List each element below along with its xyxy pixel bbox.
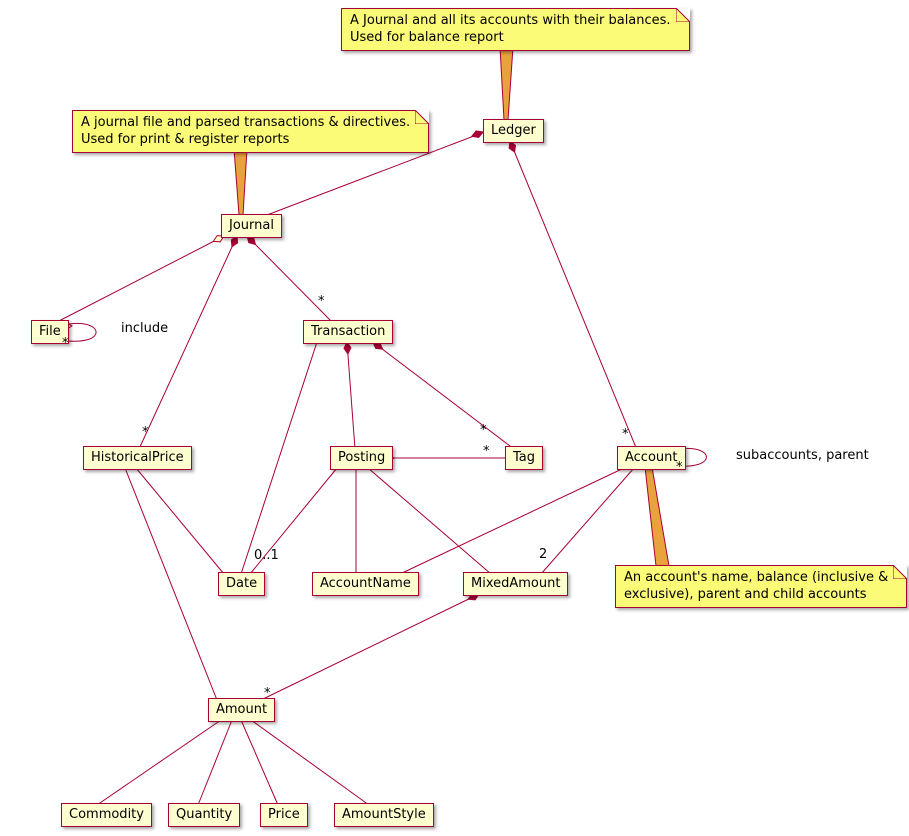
multiplicity-ledger-account: *	[622, 427, 629, 442]
class-account: Account	[617, 446, 686, 470]
class-tag: Tag	[505, 446, 544, 470]
edge-transaction-tag	[372, 341, 515, 450]
class-accountname: AccountName	[312, 572, 419, 596]
edge-account-accountname	[399, 467, 625, 575]
edge-amount-price	[240, 719, 279, 806]
class-amount: Amount	[208, 698, 276, 722]
note-journal-text: A journal file and parsed transactions &…	[81, 115, 411, 147]
note-account: An account's name, balance (inclusive & …	[615, 565, 908, 608]
edge-journal-file	[54, 235, 225, 324]
class-date: Date	[218, 572, 266, 596]
note-connector-account	[644, 466, 670, 567]
edge-historicalprice-amount	[124, 467, 218, 701]
note-journal: A journal file and parsed transactions &…	[72, 110, 430, 153]
label-file-include: include	[121, 321, 169, 336]
multiplicity-posting-date: 0..1	[254, 548, 279, 563]
note-fold-icon	[675, 8, 690, 22]
class-historicalprice: HistoricalPrice	[83, 446, 192, 470]
class-amountstyle: AmountStyle	[334, 803, 434, 827]
note-fold-icon	[415, 110, 430, 124]
composition-diamond-ledger-journal	[470, 130, 484, 138]
edge-transaction-date	[240, 341, 318, 575]
note-ledger: A Journal and all its accounts with thei…	[341, 8, 690, 51]
edge-ledger-account	[509, 140, 638, 451]
edge-posting-mixedamount	[367, 467, 492, 575]
edge-amount-commodity	[96, 719, 222, 806]
edge-amount-quantity	[197, 719, 233, 806]
multiplicity-journal-historicalprice: *	[142, 425, 149, 440]
multiplicity-mixedamount-amount: *	[264, 686, 271, 701]
edge-account-mixedamount	[540, 467, 635, 575]
label-account-subaccounts-parent: subaccounts, parent	[736, 448, 869, 463]
edge-historicalprice-date	[135, 467, 225, 575]
class-file: File	[31, 320, 69, 344]
class-ledger: Ledger	[483, 119, 544, 143]
class-posting: Posting	[330, 446, 394, 470]
multiplicity-transaction-tag: *	[480, 423, 487, 438]
multiplicity-posting-tag: *	[483, 444, 490, 459]
note-ledger-text: A Journal and all its accounts with thei…	[350, 13, 671, 45]
note-fold-icon	[893, 565, 908, 579]
class-quantity: Quantity	[168, 803, 241, 827]
edge-journal-historicalprice	[138, 235, 238, 450]
note-account-text: An account's name, balance (inclusive & …	[624, 570, 889, 602]
note-connector-ledger	[499, 46, 514, 121]
note-connector-journal	[233, 148, 248, 216]
class-price: Price	[260, 803, 308, 827]
edge-transaction-posting	[346, 341, 356, 450]
edge-journal-transaction	[246, 235, 334, 324]
class-journal: Journal	[221, 214, 282, 238]
class-mixedamount: MixedAmount	[463, 572, 569, 596]
multiplicity-account-loop: *	[676, 460, 683, 475]
multiplicity-account-mixedamount: 2	[539, 547, 548, 562]
edge-amount-amountstyle	[250, 719, 370, 806]
multiplicity-journal-transaction: *	[318, 294, 325, 309]
edge-mixedamount-amount	[260, 593, 480, 701]
class-commodity: Commodity	[61, 803, 152, 827]
class-transaction: Transaction	[303, 320, 394, 344]
multiplicity-file-loop: *	[62, 336, 69, 351]
